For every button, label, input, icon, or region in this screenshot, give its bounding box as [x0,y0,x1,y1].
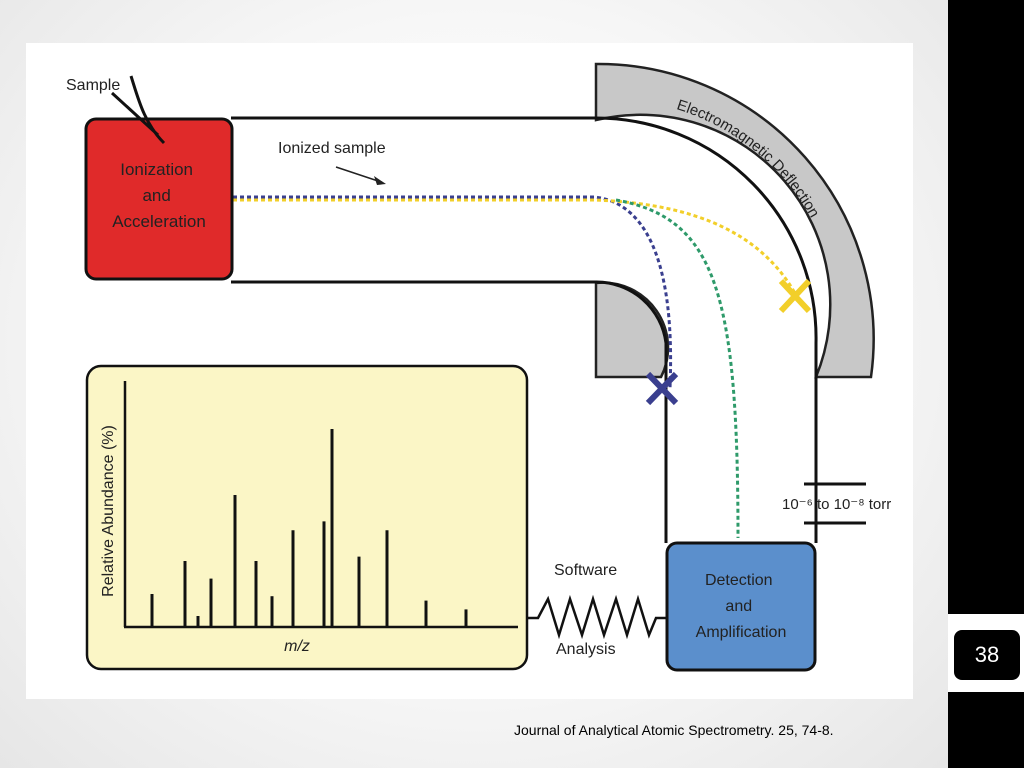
spectrum-peaks [150,429,468,627]
detection-label-line: and [725,598,752,615]
spectrum-y-axis-label: Relative Abundance (%) [100,425,117,597]
detection-label-line: Amplification [696,624,787,641]
ion-beam-blue [233,195,673,389]
spectrum-x-axis-label: m/z [284,638,310,655]
pressure-label: 10⁻⁶ to 10⁻⁸ torr [782,496,891,513]
ionization-label: Ionization and Acceleration [112,160,206,231]
analysis-label: Analysis [556,641,616,658]
ionization-label-line: and [142,186,170,205]
ionization-label-line: Ionization [120,160,193,179]
electromagnet-inner [594,281,670,379]
ionization-box [84,117,234,281]
detection-label-line: Detection [705,572,773,589]
ionized-sample-label: Ionized sample [278,140,386,157]
sample-label: Sample [66,77,120,94]
detection-box [665,541,817,672]
detection-label: Detection and Amplification [696,572,787,641]
page-number: 38 [954,630,1020,680]
mass-spectrum-panel [85,364,529,671]
ionized-sample-arrowhead-icon [374,176,386,185]
flight-tube-outer-wall [231,116,818,543]
ionized-sample-arrow [335,166,382,183]
blue-collision-mark-icon [645,371,679,406]
mass-spectrometer-figure: 10⁻⁶ to 10⁻⁸ torr Ionized sample Ionizat… [26,43,913,699]
ion-beam-yellow [233,198,798,296]
sample-inlet-line [110,75,166,145]
software-label: Software [554,562,617,579]
mass-spectrometer-diagram: 10⁻⁶ to 10⁻⁸ torr Ionized sample Ionizat… [66,62,891,672]
software-analysis-zigzag [527,594,667,640]
ionization-label-line: Acceleration [112,212,206,231]
citation: Journal of Analytical Atomic Spectrometr… [514,722,834,738]
yellow-collision-mark-icon [778,278,812,314]
flight-tube-inner-wall [231,280,668,543]
ion-beam-green [615,198,740,539]
